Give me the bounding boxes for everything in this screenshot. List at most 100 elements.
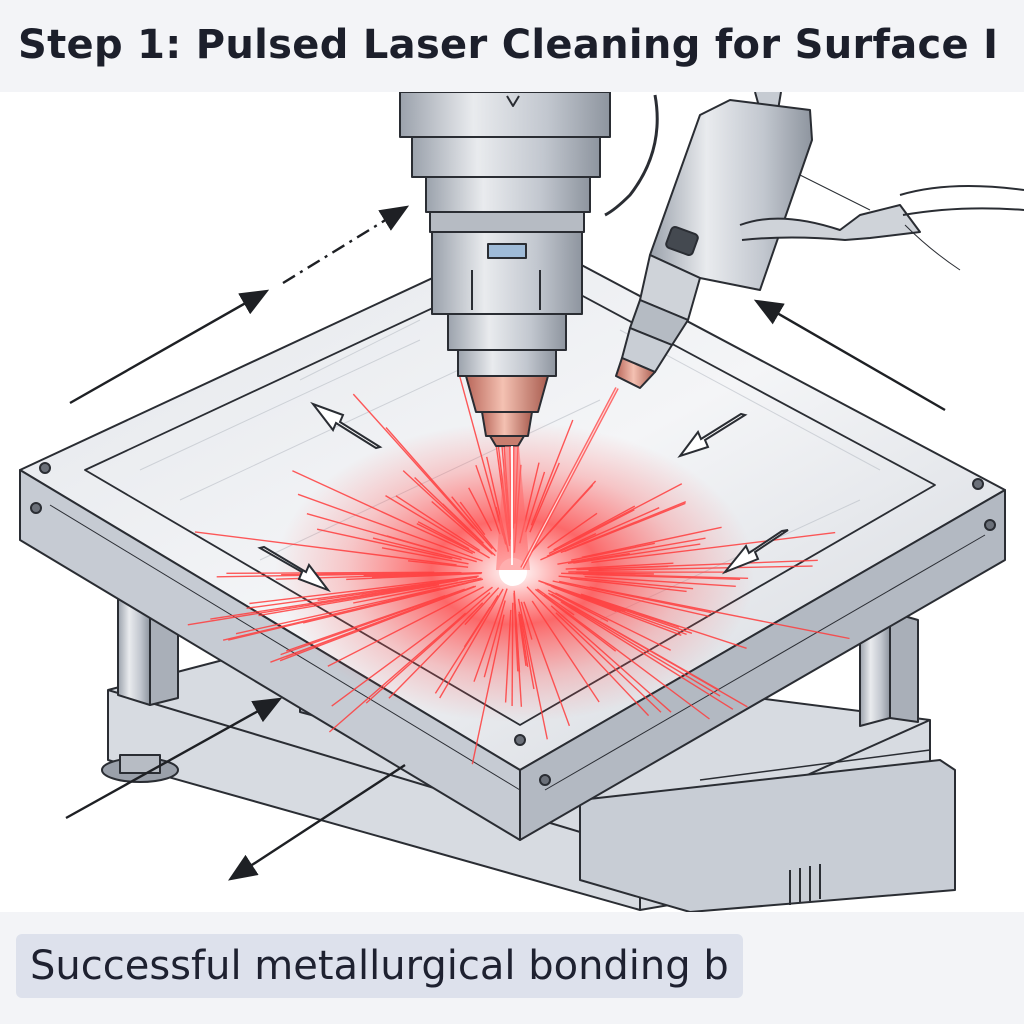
spark-ray [540,507,660,561]
spark-ray [547,512,598,549]
spark-ray [451,496,497,553]
header: Step 1: Pulsed Laser Cleaning for Surfac… [0,0,1024,92]
spark-ray [316,528,453,560]
spark-ray [459,501,486,536]
spark-ray [571,542,655,561]
caption-bar: Successful metallurgical bonding b [0,912,1024,1024]
spark-ray [524,471,546,533]
spark-ray [327,586,484,667]
spark-ray [560,601,734,710]
spark-ray [577,565,669,571]
spark-ray [285,594,446,652]
spark-ray [553,586,617,613]
spark-ray [518,611,529,668]
spark-ray [548,509,635,555]
spark-ray [548,592,721,697]
spark-ray [581,526,722,558]
spark-ray [550,605,672,713]
spark-ray [584,575,736,587]
spark-ray [246,576,472,609]
spark-ray [385,494,490,559]
spark-ray [402,470,496,557]
spark-ray [226,571,435,574]
handheld-laser-gun-icon [604,92,1024,389]
spark-ray [417,521,470,550]
spark-ray [385,427,491,547]
spark-ray [483,600,506,678]
spark-ray [573,543,701,564]
spark-ray [518,614,527,666]
spark-ray [543,594,710,720]
spark-ray [557,537,706,565]
laser-spark-icon [187,372,850,765]
spark-ray [534,588,617,652]
spark-ray [365,592,491,704]
spark-ray [388,602,484,699]
direction-arrow-icon [257,401,789,593]
spark-ray [536,588,575,616]
spark-ray [328,612,467,733]
spark-ray [372,537,462,561]
spark-ray [523,601,571,727]
spark-ray [463,606,491,648]
spark-ray [519,613,535,690]
spark-ray [431,500,494,555]
spark-ray [511,602,514,707]
spark-ray [504,609,512,703]
spark-ray [386,535,442,553]
spark-ray [558,575,694,590]
spark-ray [249,575,479,605]
spark-ray [530,419,574,526]
spark-ray [569,603,720,691]
spark-ray [517,598,548,740]
spark-ray [439,588,504,699]
spark-ray [591,531,836,564]
spark-ray [555,592,672,651]
spark-ray [346,572,482,581]
spark-ray [471,614,505,765]
spark-ray [297,493,483,562]
spark-ray [530,480,597,553]
spark-ray [526,586,650,717]
spark-ray [187,584,434,626]
spark-ray [546,532,597,557]
spark-ray [565,562,674,570]
spark-ray [395,495,481,551]
spark-ray [352,393,475,529]
spark-ray [553,505,636,551]
spark-ray [531,600,600,703]
spark-ray [583,573,741,580]
spark-ray [258,584,440,617]
spark-ray [589,586,850,640]
spark-ray [468,487,493,532]
spark-ray [235,587,441,635]
spark-ray [381,547,469,565]
spark-ray [558,580,712,614]
spark-ray [570,577,687,593]
spark-ray [331,586,493,707]
spark-ray [555,612,662,713]
caption-box: Successful metallurgical bonding b [16,934,743,998]
spark-ray [552,580,710,618]
spark-ray [442,503,484,544]
spark-ray [475,464,501,535]
spark-ray [564,502,686,553]
spark-ray [292,470,473,555]
spark-ray [588,565,813,572]
spark-ray [520,601,533,640]
spark-ray [361,582,440,597]
spark-ray [473,588,508,682]
spark-ray [529,462,560,533]
spark-ray [228,578,484,641]
spark-ray [547,589,609,623]
spark-ray [194,531,457,566]
spark-ray [270,585,475,663]
spark-ray [408,560,469,568]
laser-head-icon [399,92,611,447]
spark-ray [464,587,500,626]
laser-cleaning-illustration [0,92,1024,912]
spark-ray [416,522,476,554]
caption-text: Successful metallurgical bonding b [30,943,729,989]
page-title: Step 1: Pulsed Laser Cleaning for Surfac… [18,22,999,68]
spark-ray [582,594,680,628]
